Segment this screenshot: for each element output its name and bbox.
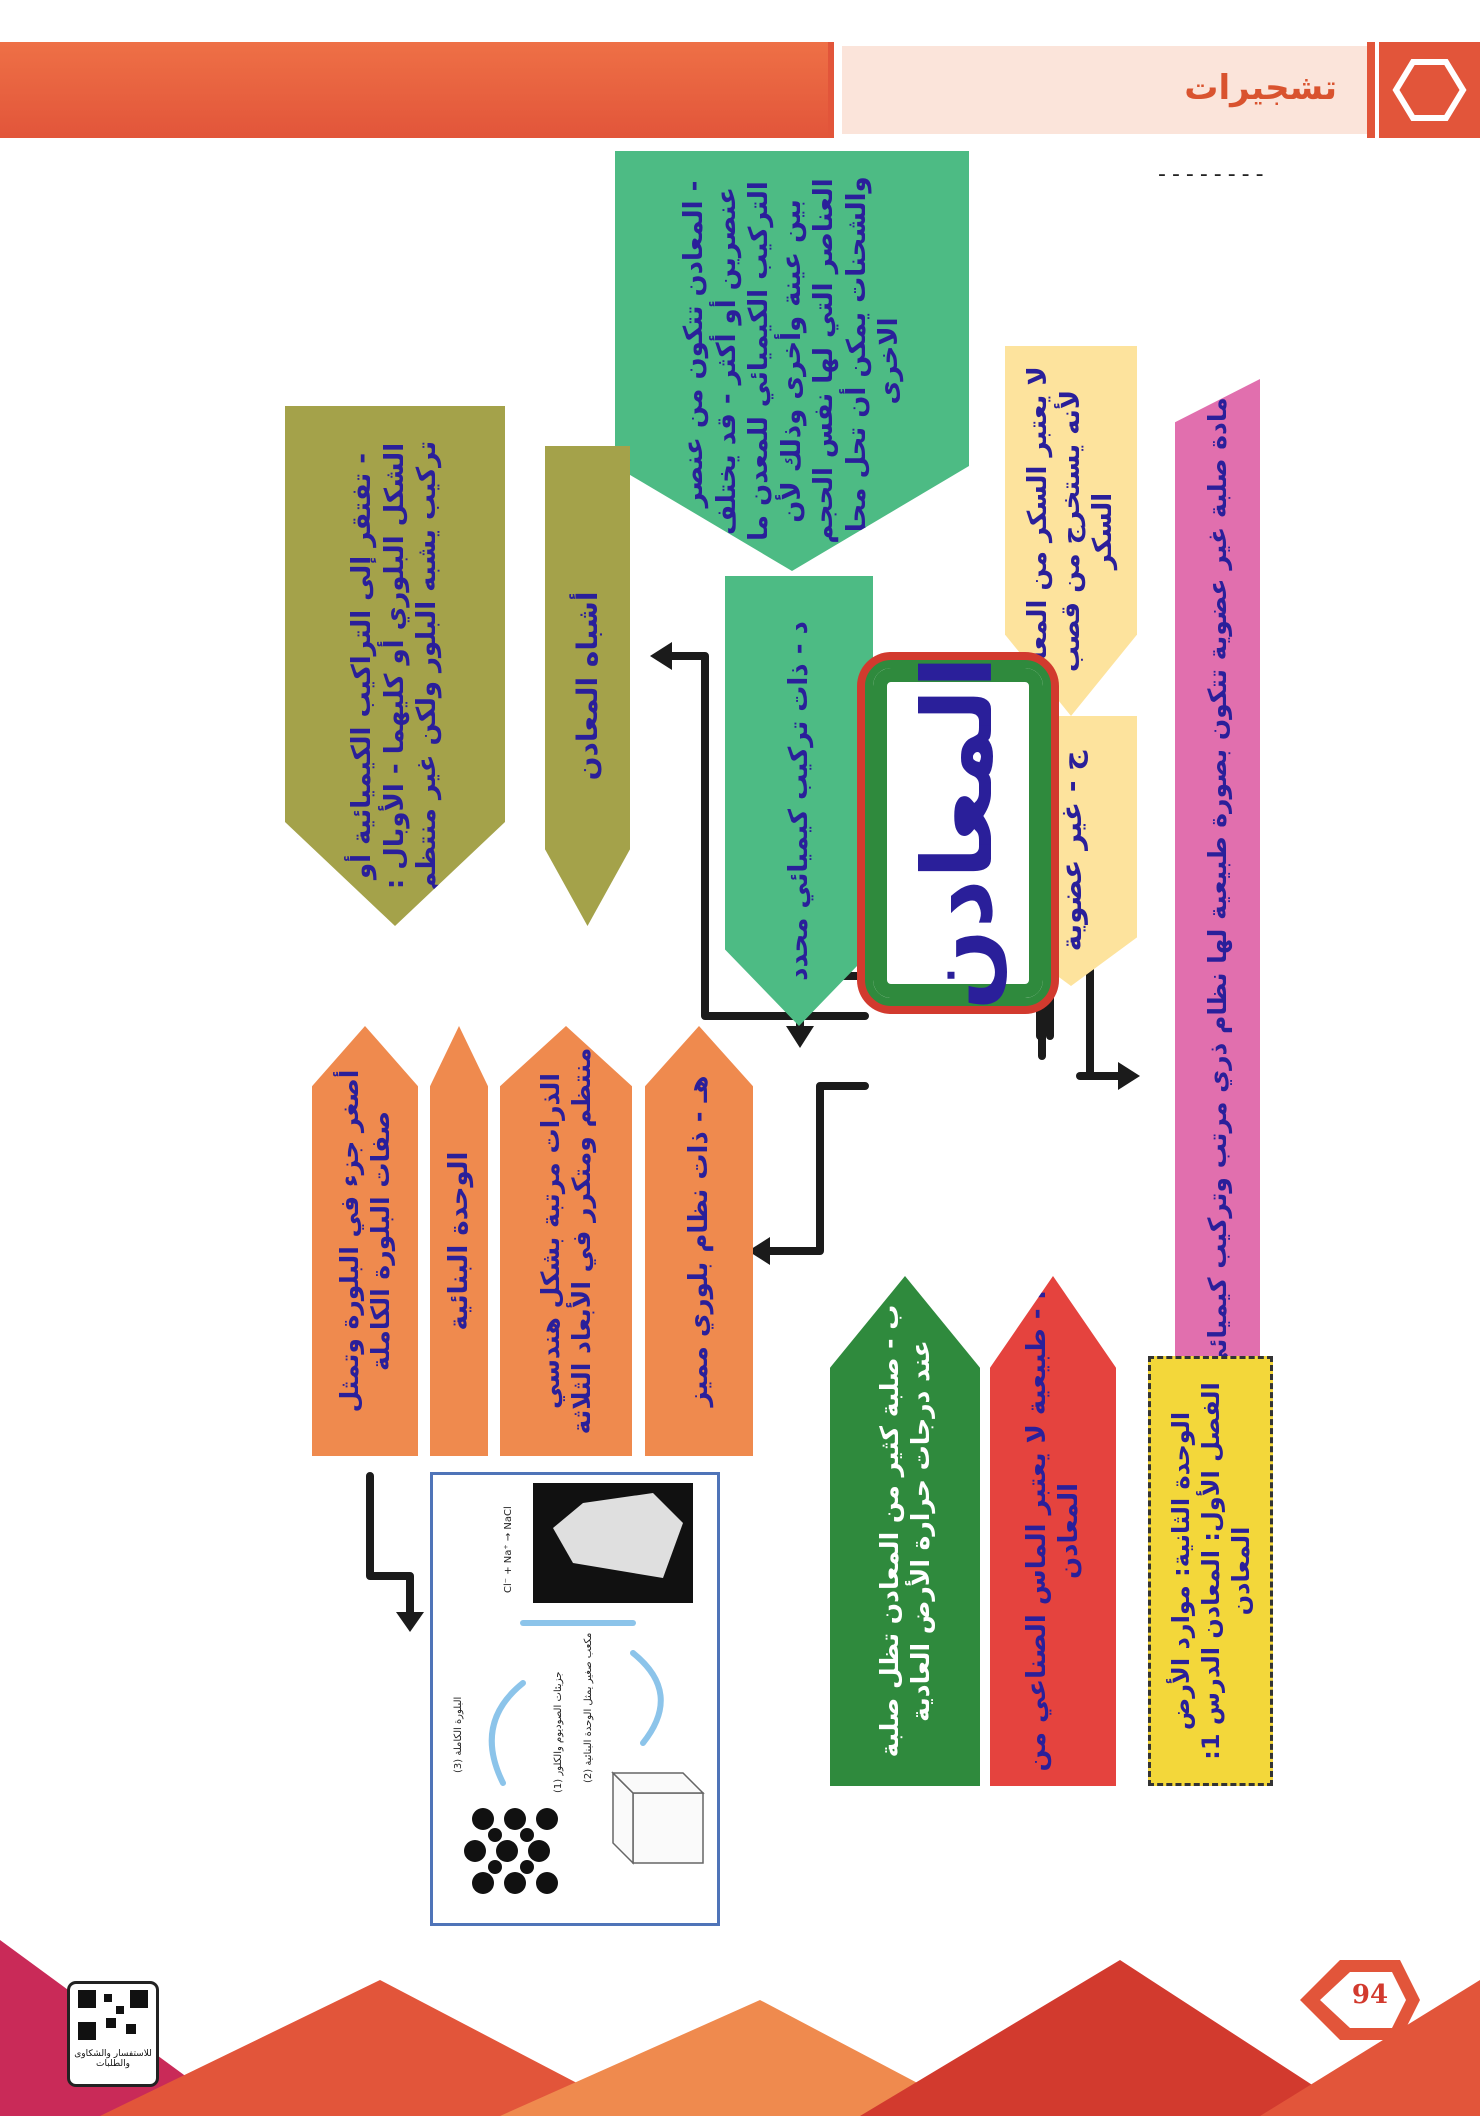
image-label-3: (3) البلورة الكاملة <box>453 1696 464 1773</box>
page-header: تشجيرات <box>0 42 1480 142</box>
header-divider <box>828 42 834 138</box>
footer-triangles <box>0 1940 1480 2116</box>
qr-code-icon <box>78 1990 148 2040</box>
image-label-2: (2) مكعب صغير يمثل الوحدة البنائية <box>583 1632 594 1783</box>
natural-box: أ - طبيعية لا يعتبر الماس الصناعي من الم… <box>990 1276 1116 1786</box>
crystal-illustration <box>464 1483 705 1894</box>
lesson-banner: الوحدة الثانية: موارد الأرض الفصل الأول:… <box>1148 1356 1273 1786</box>
hexagon-icon <box>1379 42 1480 138</box>
definition-box: مادة صلبة غير عضوية تتكون بصورة طبيعية ل… <box>1175 379 1260 1461</box>
qr-box: للاستفسار والشكاوى والطلبات <box>70 1984 156 2084</box>
composition-box: د - ذات تركيب كيميائي محدد <box>725 576 873 1026</box>
center-label: المعادن <box>902 655 1014 1011</box>
header-title-box: تشجيرات <box>842 46 1367 134</box>
header-title: تشجيرات <box>1184 68 1337 108</box>
solid-box: ب - صلبة كثير من المعادن تظل صلبة عند در… <box>830 1276 980 1786</box>
unit-cell-box: الوحدة البنائية <box>430 1026 488 1456</box>
center-node: المعادن <box>865 656 1051 1010</box>
header-gap <box>834 42 838 138</box>
qr-caption: للاستفسار والشكاوى والطلبات <box>74 2049 152 2069</box>
dashes-line: -------- <box>1158 162 1270 187</box>
header-divider-2 <box>1367 42 1375 138</box>
mineraloids-box: أشباه المعادن <box>545 446 630 926</box>
page-footer: 94 للاستفسار والشكاوى والطلبات <box>0 1920 1480 2116</box>
page-number: 94 <box>1351 1980 1389 2010</box>
unit-cell-note-box: أصغر جزء في البلورة وتمثل صفات البلورة ا… <box>312 1026 418 1456</box>
crystal-image-panel: (1) جزيئات الصوديوم والكلور (2) مكعب صغي… <box>430 1472 720 1926</box>
crystal-box: هـ - ذات نظام بلوري مميز <box>645 1026 753 1456</box>
header-bar <box>0 42 828 138</box>
mineraloids-note-box: - تفتقر إلى التراكيب الكيميائية أو الشكل… <box>285 406 505 926</box>
crystal-note-box: الذرات مرتبة بشكل هندسي منتظم ومتكرر في … <box>500 1026 632 1456</box>
image-label-4: Cl⁻ + Na⁺ → NaCl <box>503 1506 514 1593</box>
image-label-1: (1) جزيئات الصوديوم والكلور <box>553 1671 564 1793</box>
